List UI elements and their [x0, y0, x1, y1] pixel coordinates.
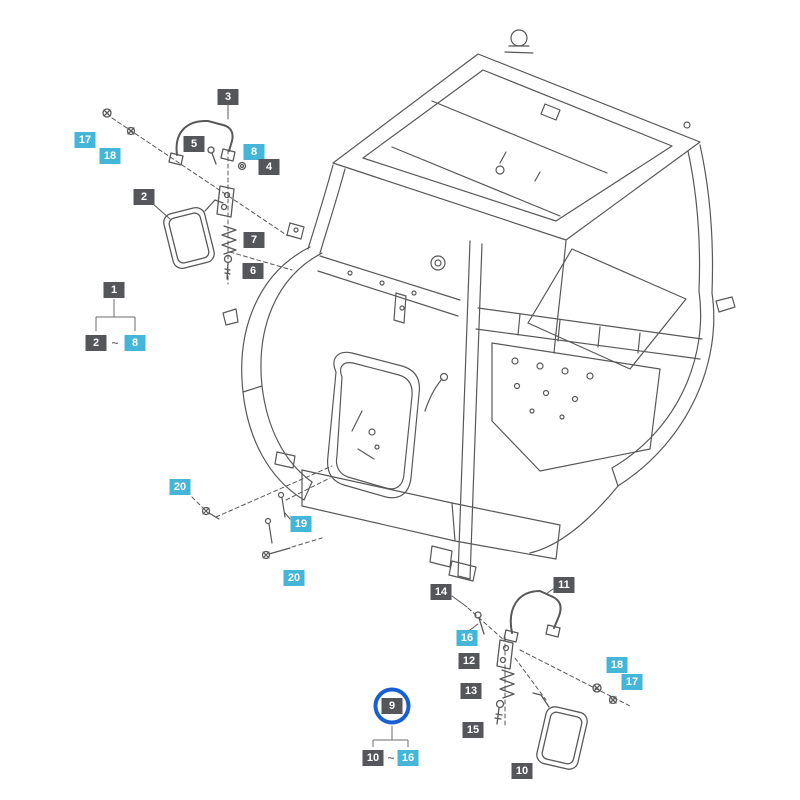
grab-handle-3 [175, 119, 234, 156]
door-frame [326, 351, 449, 499]
grab-handle-11 [509, 590, 562, 634]
dashed-axis [191, 496, 205, 510]
pin-19-icon [264, 517, 273, 544]
lower-mirror-assembly [451, 588, 631, 770]
dashed-assembly-axis [111, 117, 289, 237]
bolt-6 [223, 254, 233, 280]
rear-deck [475, 296, 736, 472]
screw-18-lower-icon [592, 683, 602, 693]
dashed-assembly-axis [514, 657, 547, 701]
mirror-2-arm [204, 199, 224, 212]
dashed-assembly-axis [467, 607, 506, 642]
dashed-axis [215, 465, 333, 518]
pin-16-icon [474, 611, 485, 635]
legend-bracket-1-to-2-8 [95, 299, 136, 331]
left-fender [222, 222, 323, 501]
screw-17-icon [102, 108, 112, 118]
label-2-leader [151, 202, 171, 220]
dashed-assembly-axis [519, 649, 631, 707]
pin-19-icon [277, 491, 286, 518]
right-rear-fender [529, 290, 715, 554]
screw-5-icon [207, 146, 217, 165]
mirror-10 [536, 706, 588, 770]
bracket-12 [496, 639, 514, 670]
spring-7 [221, 225, 237, 255]
legend-bracket-9-to-10-16 [372, 726, 409, 747]
bolt-15 [494, 699, 505, 725]
front-frame-rails [317, 255, 461, 324]
label-16-leader [469, 623, 479, 631]
bracket-4 [216, 185, 235, 218]
screw-18-icon [126, 126, 136, 136]
beacon-light [504, 29, 534, 54]
pillars [307, 144, 714, 580]
label-11-leader [545, 588, 554, 595]
screw-17-lower-icon [608, 695, 618, 705]
label-14-leader [451, 595, 468, 608]
screw-20-upper-icon [201, 506, 220, 520]
label-19-leader [284, 512, 291, 520]
floor-frame [274, 451, 561, 582]
upper-mirror-assembly [102, 104, 293, 285]
mirror-2 [163, 207, 215, 269]
roof-frame [332, 53, 701, 241]
dashed-axis [291, 537, 323, 548]
handle-feet [168, 148, 236, 166]
mirror-10-arm [532, 692, 550, 708]
dashed-assembly-axis [229, 251, 293, 271]
dashed-axis [285, 477, 331, 501]
spring-13 [499, 669, 515, 699]
left-fasteners [191, 465, 333, 560]
rear-window-frame [527, 248, 687, 370]
nut-8-icon [237, 161, 247, 171]
screw-20-lower-icon [261, 547, 291, 560]
handle-feet [503, 624, 561, 643]
